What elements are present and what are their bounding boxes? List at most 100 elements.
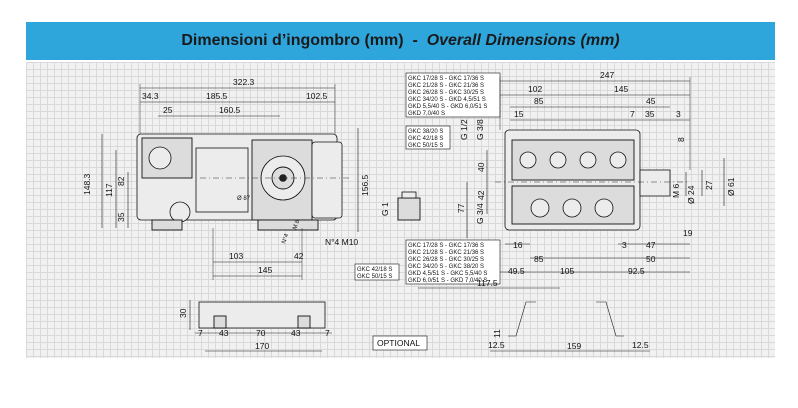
label-dia-87: Ø 87	[237, 196, 251, 202]
dim-35-top: 35	[645, 109, 655, 119]
rail-slot-right	[297, 315, 311, 329]
optional-box: OPTIONAL	[372, 335, 428, 351]
bracket-left-profile	[508, 301, 536, 337]
fitting-cap	[401, 191, 417, 199]
dim-160-5: 160.5	[219, 105, 241, 115]
table-top-row-3: GKC 26/28 S - GKC 30/25 S	[408, 90, 484, 96]
table-bottom-row-3: GKC 26/28 S - GKC 30/25 S	[408, 257, 484, 263]
dim-8: 8	[676, 137, 686, 142]
lower-port	[169, 201, 191, 223]
valve-2	[549, 151, 567, 169]
dim-dia-24: Ø 24	[686, 185, 696, 204]
label-g-3-8: G 3/8	[475, 119, 485, 140]
dim-35: 35	[116, 212, 126, 222]
dim-40: 40	[476, 162, 486, 172]
table-lower-left-row-1: GKC 42/18 S	[357, 267, 392, 273]
title-english: Overall Dimensions (mm)	[426, 32, 620, 49]
valve-4	[609, 151, 627, 169]
dim-rail-7-right: 7	[325, 328, 330, 338]
dim-3-bottom: 3	[622, 240, 627, 250]
dim-50: 50	[646, 254, 656, 264]
rail-view: 30 7 43 70 43 7 170	[178, 300, 332, 352]
dim-117-5: 117.5	[477, 278, 498, 288]
front-view: 247 102 145 85 45 15 7 35 3 8 27 Ø 61 M …	[418, 70, 736, 289]
table-bottom-row-4: GKC 34/20 S - GKC 38/20 S	[408, 264, 484, 270]
valve-5	[530, 198, 550, 218]
dim-rail-43-right: 43	[291, 328, 301, 338]
table-lower-left-row-2: GKC 50/15 S	[357, 274, 392, 280]
dim-25: 25	[163, 105, 173, 115]
label-n4-m10: N°4 M10	[325, 237, 358, 247]
dim-42-front: 42	[476, 190, 486, 200]
side-view: 322.3 34.3 185.5 102.5 25 160.5 148.3 11…	[82, 77, 370, 280]
model-table-bottom: GKC 17/28 S - GKC 17/36 S GKC 21/28 S - …	[405, 239, 501, 285]
table-bottom-row-2: GKC 21/28 S - GKC 21/36 S	[408, 250, 484, 256]
foot-right	[257, 219, 319, 231]
page-title: Dimensioni d’ingombro (mm) - Overall Dim…	[26, 22, 775, 60]
foot-left	[151, 219, 183, 231]
valve-7	[594, 198, 614, 218]
table-middle-row-2: GKC 42/18 S	[408, 136, 443, 142]
optional-label: OPTIONAL	[377, 338, 420, 348]
table-middle-row-3: GKC 50/15 S	[408, 143, 443, 149]
dim-rail-70: 70	[256, 328, 266, 338]
dim-11: 11	[492, 329, 502, 338]
shaft-extension	[639, 169, 671, 197]
title-separator: -	[412, 32, 418, 49]
model-table-lower-left: GKC 42/18 S GKC 50/15 S	[354, 263, 400, 281]
valve-6	[562, 198, 582, 218]
dim-42: 42	[294, 251, 304, 261]
title-banner: Dimensioni d’ingombro (mm) - Overall Dim…	[26, 22, 775, 60]
dim-7: 7	[630, 109, 635, 119]
dim-rail-43-left: 43	[219, 328, 229, 338]
dim-145: 145	[258, 265, 272, 275]
table-bottom-row-1: GKC 17/28 S - GKC 17/36 S	[408, 243, 484, 249]
inlet-port	[148, 146, 172, 170]
dim-247: 247	[600, 70, 614, 80]
dim-85-top: 85	[534, 96, 544, 106]
rail-slot-left	[213, 315, 227, 329]
crank-housing	[195, 147, 249, 213]
dim-rail-7-left: 7	[198, 328, 203, 338]
table-top-row-1: GKC 17/28 S - GKC 17/36 S	[408, 76, 484, 82]
dim-117: 117	[104, 183, 114, 197]
dim-102: 102	[528, 84, 542, 94]
dim-dia-61: Ø 61	[726, 177, 736, 196]
dim-85-bottom: 85	[534, 254, 544, 264]
dim-105: 105	[560, 266, 574, 276]
dim-159: 159	[567, 341, 581, 351]
table-bottom-row-6: GKD 6,0/51 S - GKD 7,0/40 S	[408, 278, 487, 284]
table-top-row-5: GKD 5,5/40 S - GKD 6,0/51 S	[408, 104, 487, 110]
label-g-3-4: G 3/4	[475, 203, 485, 224]
valve-3	[579, 151, 597, 169]
valve-1	[519, 151, 537, 169]
dim-30: 30	[178, 308, 188, 318]
dim-170: 170	[255, 341, 269, 351]
model-table-top: GKC 17/28 S - GKC 17/36 S GKC 21/28 S - …	[405, 72, 501, 118]
dim-27: 27	[704, 180, 714, 190]
dim-103: 103	[229, 251, 243, 261]
dim-45: 45	[646, 96, 656, 106]
title-italian: Dimensioni d’ingombro (mm)	[181, 32, 404, 49]
dim-156-5: 156.5	[360, 174, 370, 196]
dim-77: 77	[456, 203, 466, 213]
dim-145-top: 145	[614, 84, 628, 94]
table-top-row-2: GKC 21/28 S - GKC 21/36 S	[408, 83, 484, 89]
dim-322-3: 322.3	[233, 77, 255, 87]
dim-12-5-left: 12.5	[488, 340, 505, 350]
label-g1: G 1	[380, 202, 390, 216]
bracket-right-profile	[596, 301, 624, 337]
dim-148-3: 148.3	[82, 173, 92, 195]
dim-19: 19	[683, 228, 693, 238]
bracket-view: 11 12.5 159 12.5	[488, 301, 650, 352]
dim-47: 47	[646, 240, 656, 250]
dim-82: 82	[116, 176, 126, 186]
dim-102-5: 102.5	[306, 91, 328, 101]
dim-16: 16	[513, 240, 523, 250]
label-n4-rot: N°4	[281, 233, 290, 245]
dim-92-5: 92.5	[628, 266, 645, 276]
dim-49-5: 49.5	[508, 266, 525, 276]
model-table-middle: GKC 38/20 S GKC 42/18 S GKC 50/15 S	[405, 125, 451, 150]
table-top-row-4: GKC 34/20 S - GKD 4,5/51 S	[408, 97, 486, 103]
